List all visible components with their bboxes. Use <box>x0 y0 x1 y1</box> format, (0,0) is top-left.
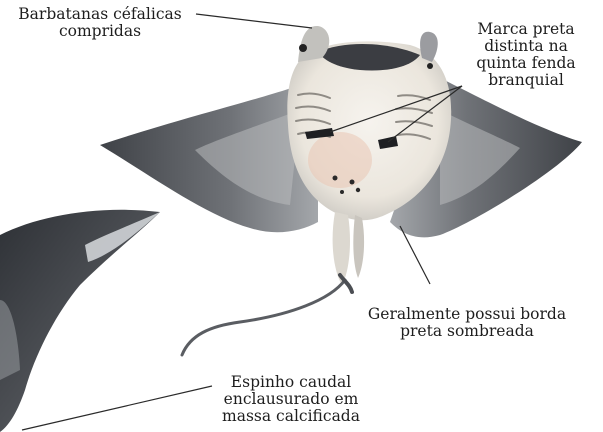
partial-manta-wing <box>0 210 160 432</box>
label-shaded-edge: Geralmente possui borda preta sombreada <box>336 306 598 340</box>
tail <box>182 280 345 355</box>
label-tail-spine: Espinho caudal enclausurado em massa cal… <box>206 374 376 425</box>
label-cephalic-fins: Barbatanas céfalicas compridas <box>2 6 198 40</box>
right-cephalic-fin <box>420 32 438 62</box>
label-gill-mark: Marca preta distinta na quinta fenda bra… <box>452 21 600 89</box>
